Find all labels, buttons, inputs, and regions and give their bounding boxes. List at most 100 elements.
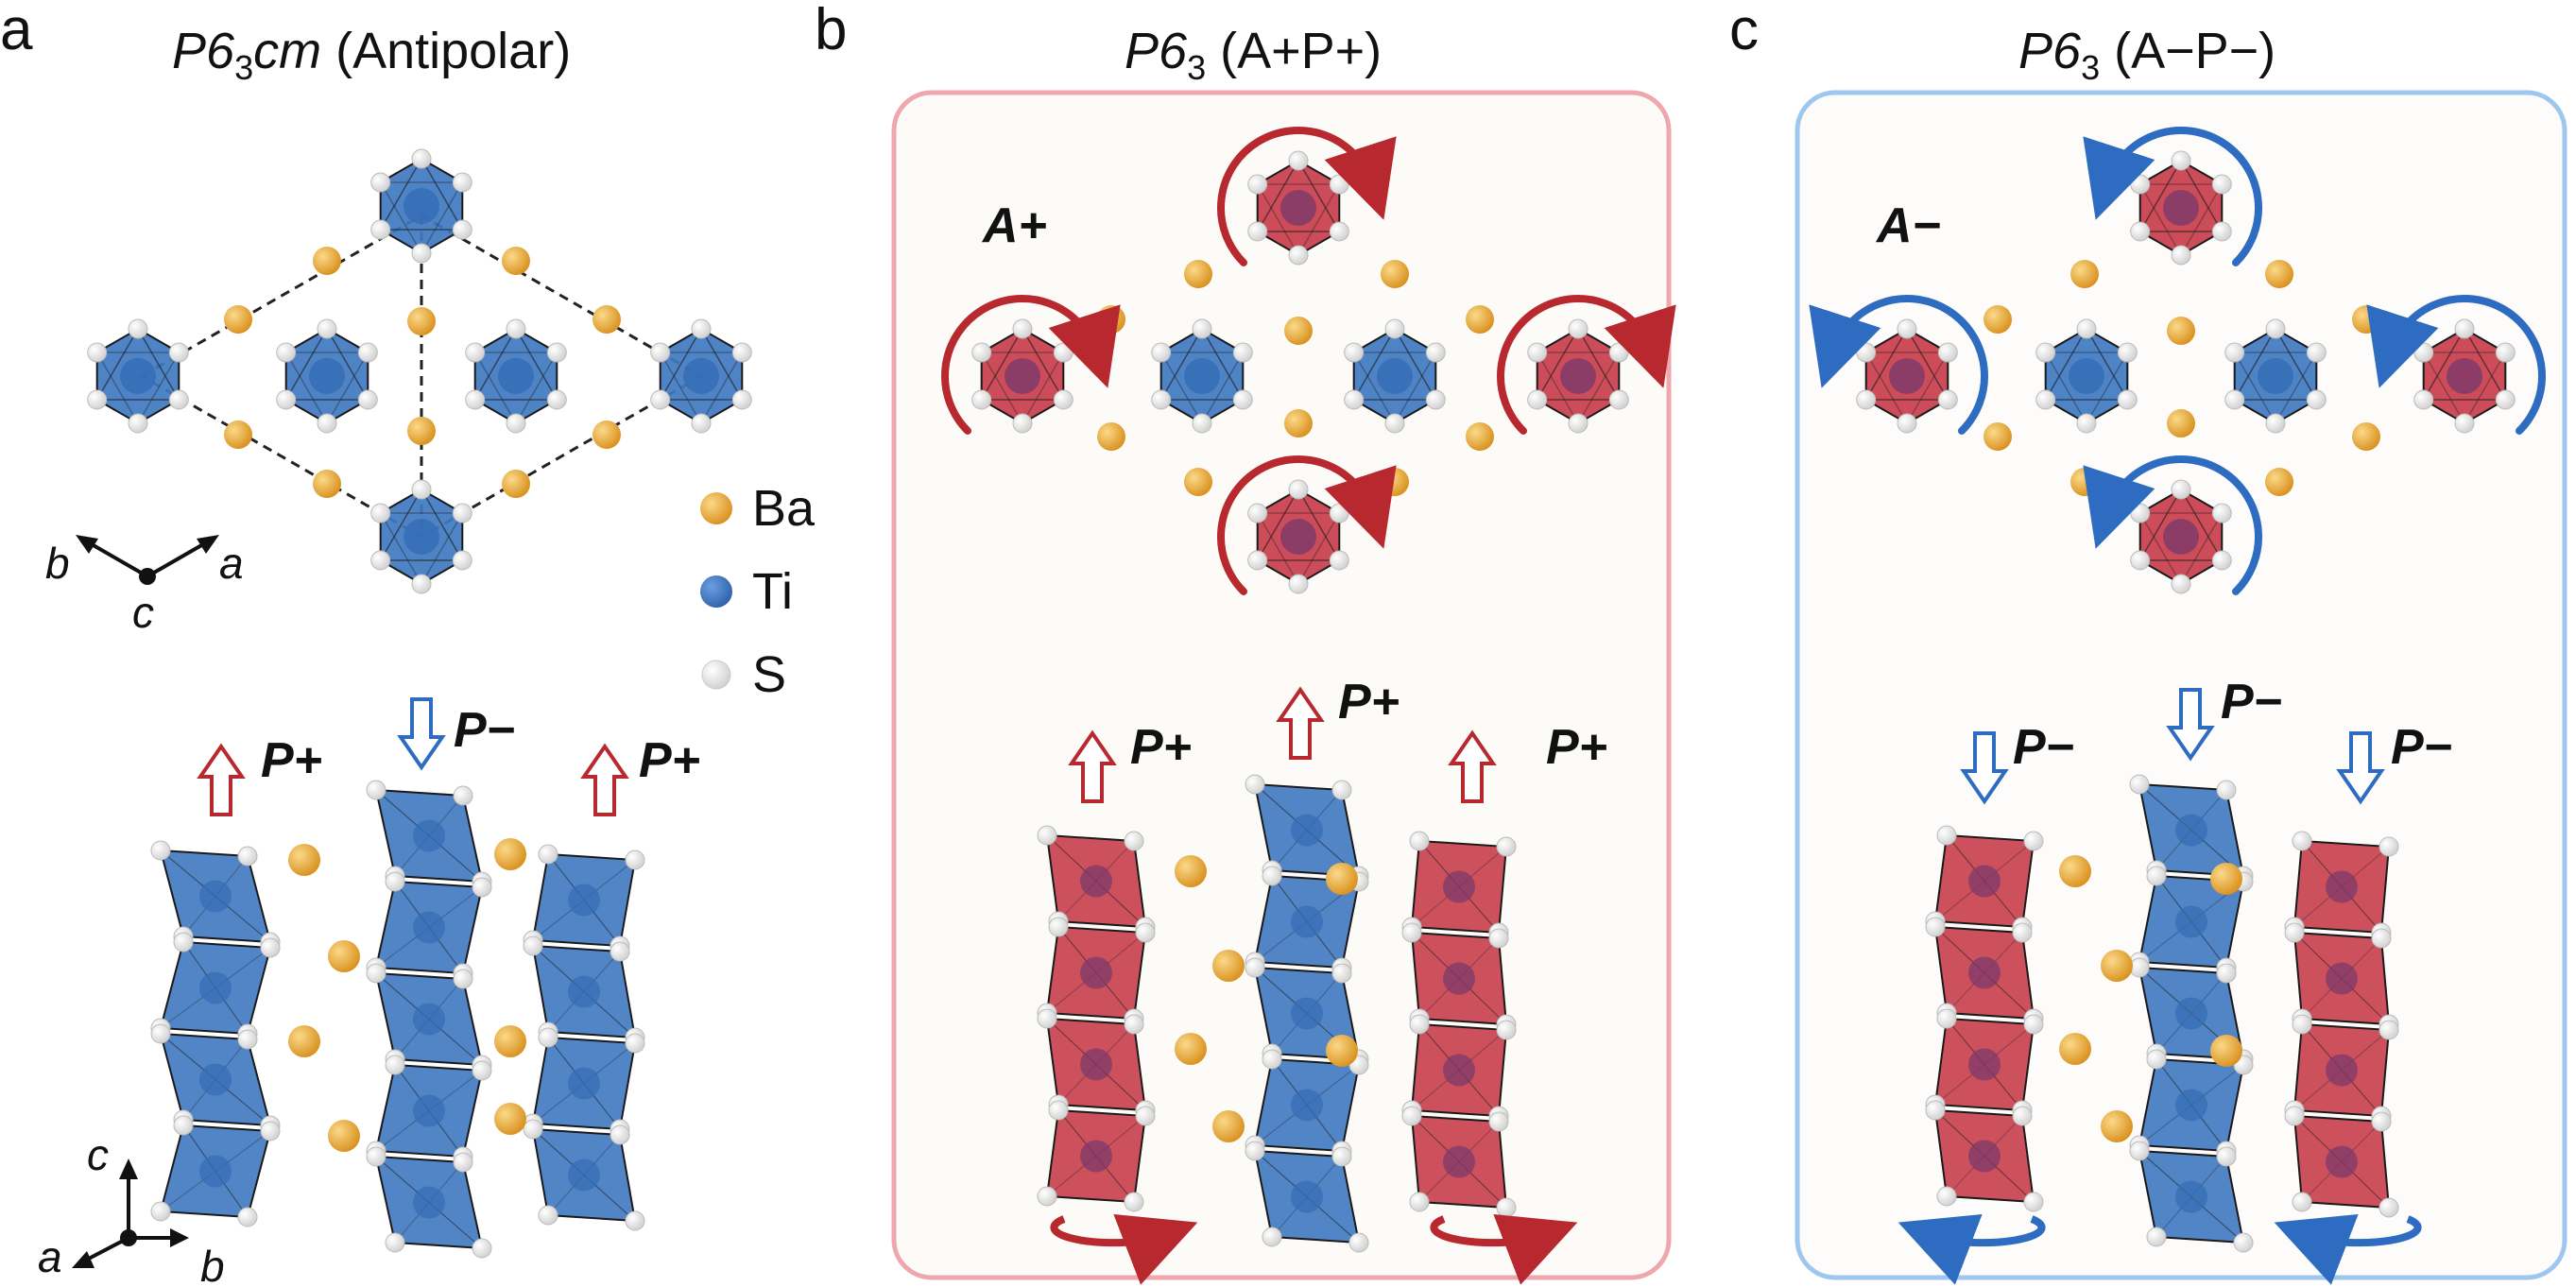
rotation-arrow-b-3 (1217, 455, 1397, 595)
s-atom (2224, 389, 2245, 410)
label-c-chain3: P− (2391, 720, 2452, 775)
ti-atom (1443, 1145, 1475, 1178)
ba-atom (1984, 422, 2012, 451)
axis-side-origin-dot (120, 1229, 137, 1246)
s-atom (1384, 413, 1405, 434)
s-atom (971, 389, 992, 410)
ba-atom (1212, 950, 1245, 982)
ti-atom (199, 1063, 232, 1096)
s-atom (1409, 1014, 1430, 1035)
octahedron-edge (980, 327, 1065, 401)
s-atom (2012, 1106, 2033, 1126)
ti-atom (2175, 1089, 2207, 1122)
s-atom (1425, 342, 1446, 363)
s-atom (411, 574, 432, 594)
s-atom (731, 389, 752, 410)
ti-atom (568, 1067, 600, 1100)
s-atom (1151, 342, 1172, 363)
s-atom (506, 318, 526, 339)
s-atom (1496, 836, 1517, 857)
ti-octahedron-0 (370, 148, 472, 264)
s-atom (260, 1121, 281, 1141)
octahedron-edge (473, 327, 558, 401)
rotation-arrow-c-3 (2083, 455, 2262, 595)
s-atom (1344, 342, 1365, 363)
ba-atom (1184, 260, 1212, 288)
ti-atom (1968, 1048, 2001, 1081)
rotation-arrow-b-2 (1497, 295, 1676, 435)
s-atom (523, 935, 543, 956)
ti-atom (413, 819, 445, 852)
axis-bottom-a-label: a (38, 1232, 62, 1281)
octahedron-edge (284, 327, 369, 401)
s-atom (2129, 957, 2150, 978)
s-atom (2454, 318, 2475, 339)
s-atom (237, 1207, 258, 1227)
polarization-labels: P+ P− P+ A+ P+ P+ P+ A− P− P− P− (261, 198, 2452, 788)
s-atom (538, 1205, 558, 1226)
s-atom (1288, 150, 1309, 171)
legend-ba-label: Ba (752, 480, 816, 537)
s-atom (453, 1152, 473, 1173)
s-atom (610, 1124, 630, 1145)
ti-octahedron-4 (650, 318, 752, 434)
ti-atom (2175, 1180, 2207, 1213)
legend-s-label: S (752, 646, 786, 703)
ti-atom (1443, 962, 1475, 995)
s-atom (2284, 922, 2305, 943)
panel-b-letter: b (815, 0, 847, 62)
s-atom (2413, 389, 2434, 410)
s-atom (691, 413, 712, 434)
ba-atom (313, 247, 341, 275)
panel-a-side-view (150, 697, 645, 1259)
ba-atom (288, 1025, 320, 1057)
s-atom (2495, 342, 2516, 363)
ba-atom (288, 844, 320, 876)
ba-atom (2059, 1033, 2091, 1065)
s-atom (317, 413, 337, 434)
s-atom (538, 1027, 558, 1048)
s-atom (1245, 1141, 1265, 1161)
s-atom (2076, 413, 2097, 434)
s-atom (2379, 836, 2399, 857)
panel-c-side-view (1898, 688, 2422, 1285)
ba-atom (328, 1120, 360, 1152)
s-atom (1245, 774, 1265, 795)
octahedron-edge (2044, 327, 2129, 401)
s-atom (370, 550, 391, 571)
label-c-A: A− (1875, 198, 1941, 253)
axes-top: b a c (45, 535, 244, 637)
octahedron-edge (1256, 512, 1341, 586)
octahedron-edge (2233, 327, 2318, 401)
s-atom (366, 780, 386, 800)
chain-c2 (2129, 774, 2254, 1253)
chain-b1 (1037, 825, 1156, 1212)
s-atom (2171, 574, 2191, 594)
axis-origin-dot (139, 568, 156, 585)
ti-atom (404, 188, 439, 224)
octahedron-edge (284, 352, 369, 425)
s-atom (1488, 1111, 1509, 1132)
panel-c-letter: c (1729, 0, 1759, 62)
ti-atom (1443, 870, 1475, 903)
s-atom (1925, 1100, 1946, 1121)
s-atom (1925, 917, 1946, 937)
s-atom (465, 389, 486, 410)
s-atom (1409, 831, 1430, 851)
s-atom (1288, 479, 1309, 500)
s-atom (1897, 413, 1917, 434)
axis-top-a-label: a (219, 539, 244, 588)
ti-atom (2447, 358, 2482, 394)
ba-atom (328, 940, 360, 972)
axis-top-b-label: b (45, 539, 70, 588)
s-atom (1329, 174, 1349, 195)
s-atom (2023, 1192, 2044, 1212)
s-atom (1608, 389, 1629, 410)
octahedron-edge (2422, 327, 2507, 401)
ti-atom (2326, 962, 2358, 995)
octahedron-edge (2138, 512, 2224, 586)
ba-atom (224, 305, 252, 334)
panel-a-title: P63cm (Antipolar) (172, 23, 571, 87)
s-atom (2292, 1014, 2312, 1035)
s-atom (1331, 1146, 1352, 1167)
